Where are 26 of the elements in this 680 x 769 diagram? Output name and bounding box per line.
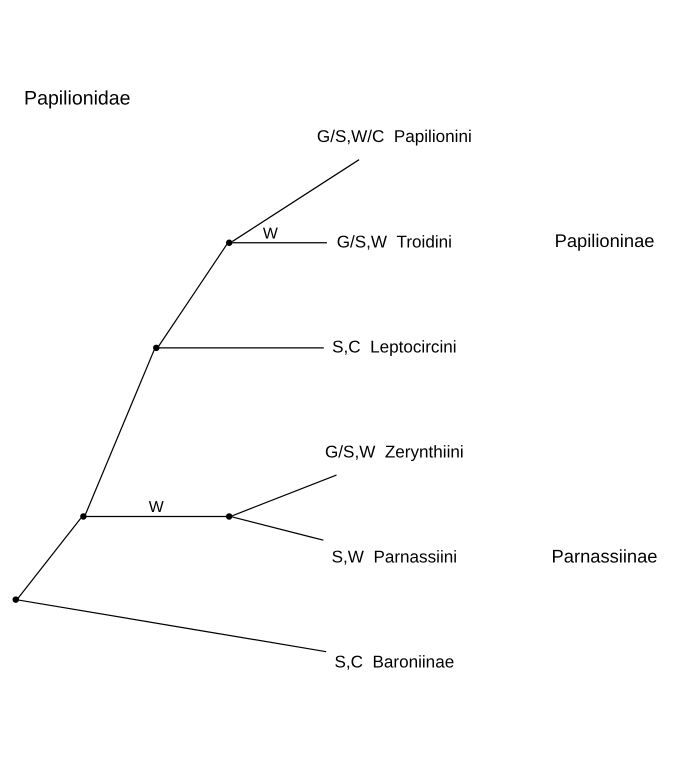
connector bbox=[86, 516, 226, 518]
connector bbox=[232, 474, 337, 516]
node-point bbox=[12, 596, 20, 603]
edge-label: W bbox=[262, 225, 278, 242]
edge-label: W bbox=[148, 499, 164, 516]
diagram-title: Papilionidae bbox=[24, 87, 131, 110]
node-point bbox=[226, 513, 232, 520]
connector bbox=[18, 518, 82, 598]
connector bbox=[18, 599, 326, 652]
node-text: S,C Baroniinae bbox=[334, 652, 454, 672]
label: Papilioninae bbox=[554, 230, 654, 252]
node-point bbox=[80, 513, 87, 520]
connector bbox=[232, 242, 327, 244]
connector bbox=[232, 159, 360, 242]
label: Parnassiinae bbox=[552, 545, 658, 566]
node-point bbox=[153, 344, 160, 352]
node-text: S,W Parnassiini bbox=[332, 548, 458, 567]
connector bbox=[232, 516, 324, 541]
node-text: S,C Leptocircini bbox=[332, 337, 457, 356]
node-text: G/S,W/C Papilionini bbox=[316, 127, 472, 146]
connector bbox=[158, 244, 228, 347]
node-text: G/S,W Troidini bbox=[336, 232, 452, 252]
node-point bbox=[226, 240, 232, 246]
node-text: G/S,W Zerynthiini bbox=[325, 442, 464, 462]
connector bbox=[84, 350, 155, 515]
connector bbox=[158, 347, 324, 348]
